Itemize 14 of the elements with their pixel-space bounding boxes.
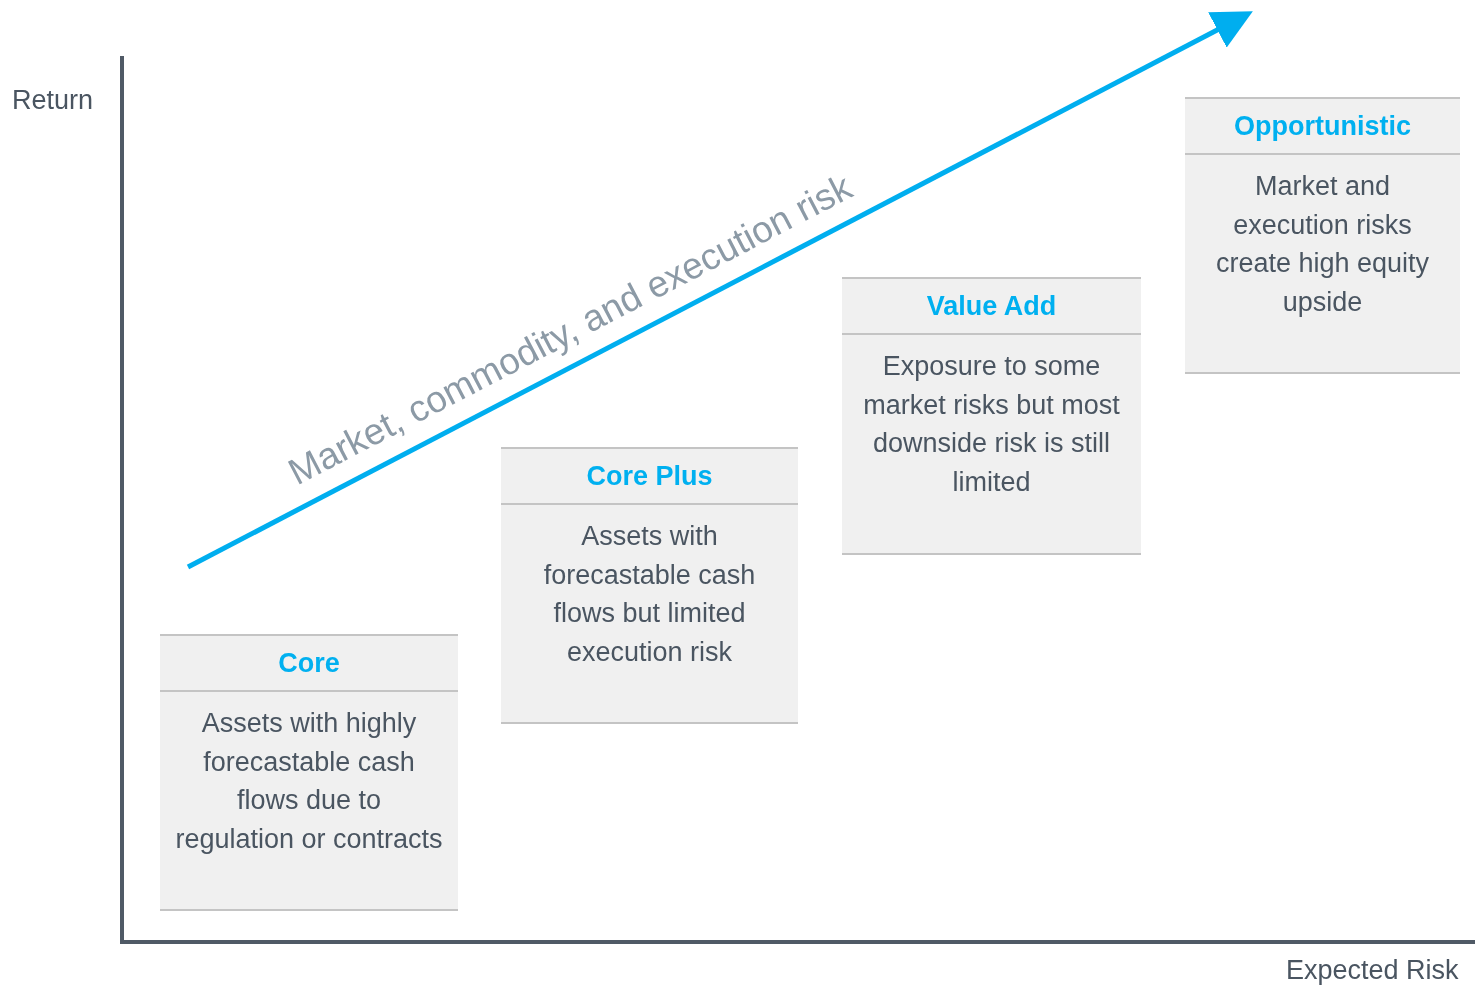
- category-box: [1185, 97, 1460, 374]
- category-description: Exposure to some market risks but most downside risk is still limited: [862, 350, 1121, 499]
- category-box: [501, 447, 798, 724]
- category-title: Core: [278, 647, 340, 679]
- category-description: Assets with highly forecastable cash flows due to regulation or contracts: [174, 707, 444, 856]
- axis-label: Expected Risk: [1286, 955, 1459, 986]
- category-box: [842, 277, 1141, 555]
- category-title: Opportunistic: [1234, 110, 1411, 142]
- category-box: [160, 634, 458, 911]
- axis-label: Return: [12, 85, 94, 116]
- category-description: Assets with forecastable cash flows but limited execution risk: [542, 520, 757, 669]
- category-description: Market and execution risks create high equity upside: [1214, 170, 1431, 319]
- category-title: Core Plus: [586, 460, 713, 492]
- category-title: Value Add: [926, 290, 1057, 322]
